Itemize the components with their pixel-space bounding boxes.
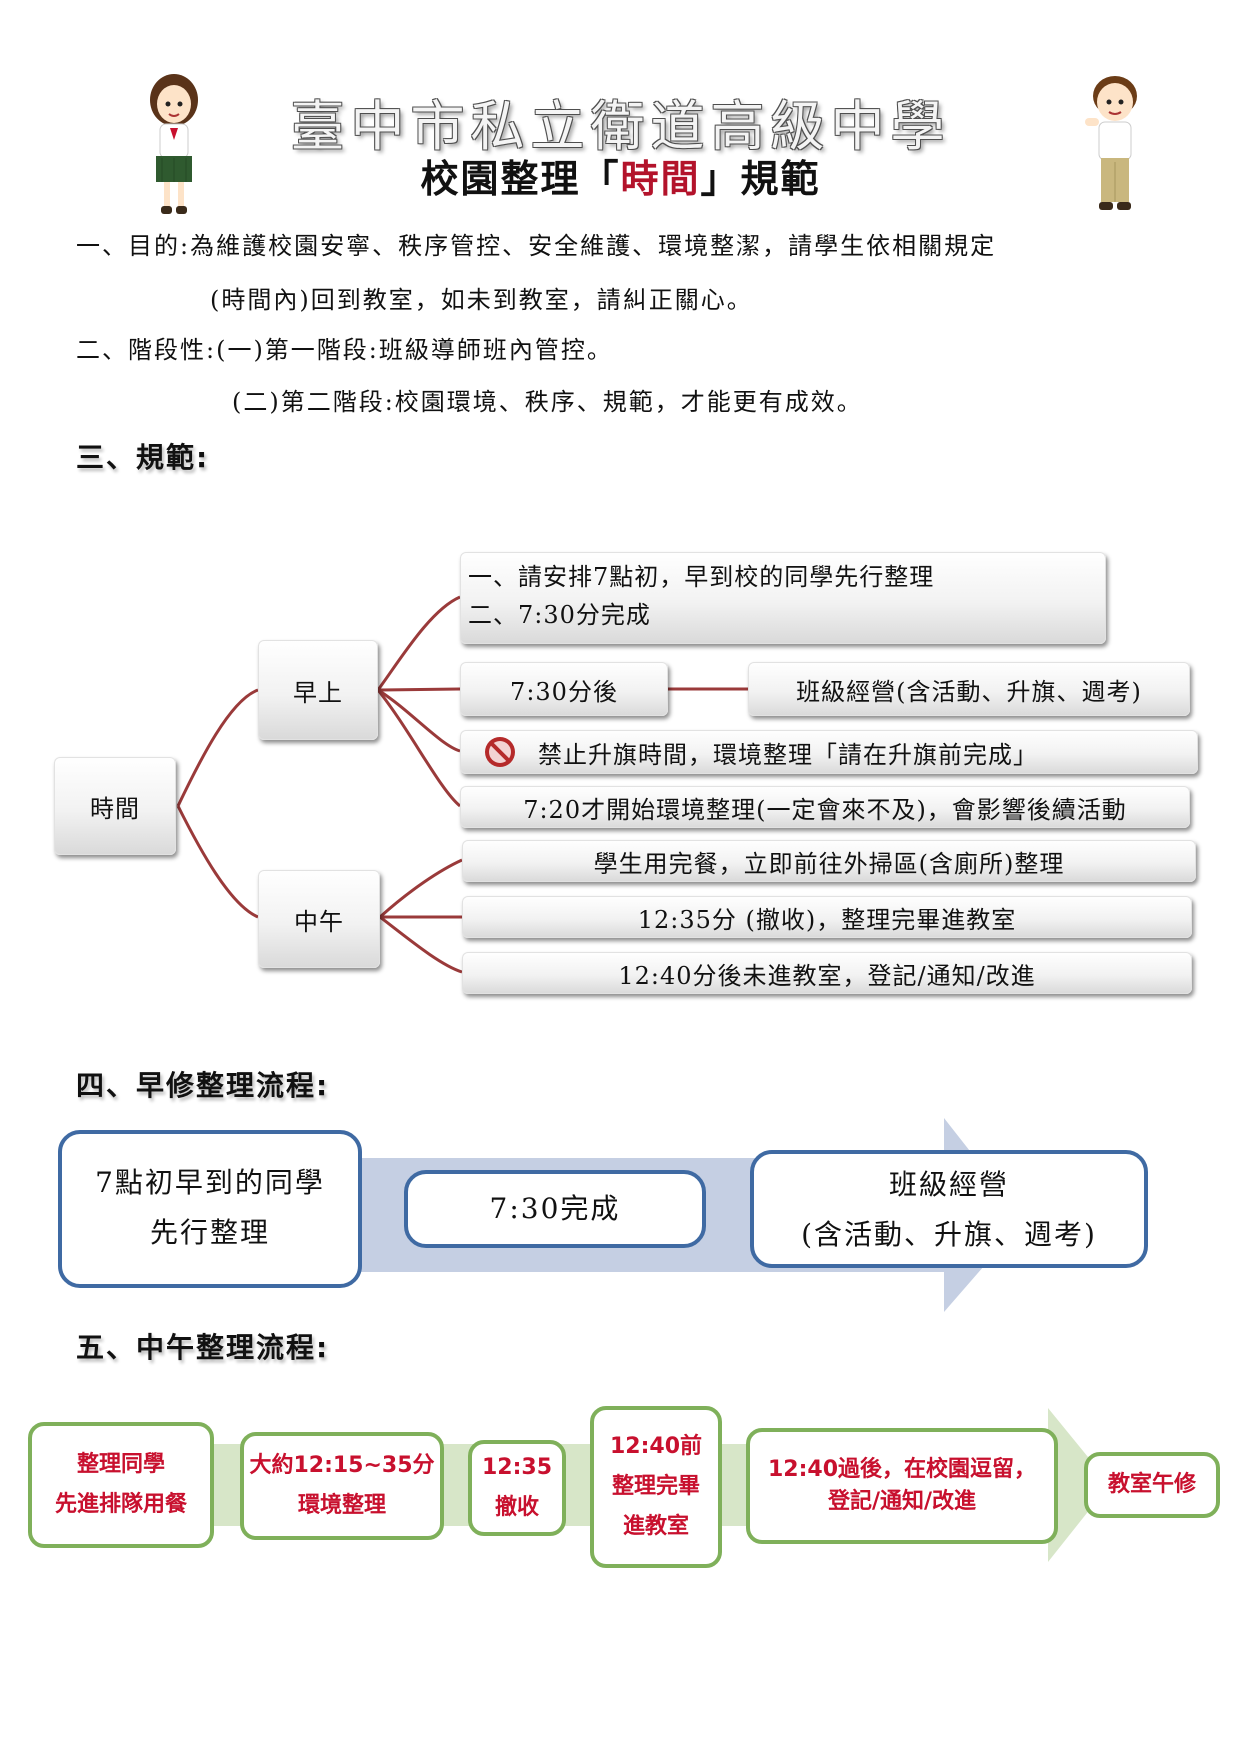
section-5-heading: 五、中午整理流程: bbox=[76, 1331, 330, 1364]
connector-morning-forbid bbox=[377, 688, 461, 753]
stage-line-1: 二、階段性:(一)第一階段:班級導師班內管控。 bbox=[76, 336, 613, 364]
noon-step-3-line-2: 撤收 bbox=[494, 1495, 539, 1520]
page-title: 校園整理「時間」規範 bbox=[0, 148, 1241, 203]
noon-item-3: 12:40分後未進教室，登記/通知/改進 bbox=[462, 952, 1192, 994]
connector-morning-late bbox=[376, 689, 461, 808]
connector-noon-item1 bbox=[378, 858, 463, 919]
title-suffix: 」規範 bbox=[700, 157, 821, 201]
morning-step-2: 7:30完成 bbox=[404, 1170, 706, 1248]
noon-step-5-line-1: 12:40過後，在校園逗留， bbox=[767, 1457, 1037, 1482]
girl-student-illustration bbox=[140, 70, 210, 220]
noon-step-6: 教室午修 bbox=[1084, 1452, 1220, 1518]
morning-box: 早上 bbox=[258, 640, 378, 740]
root-time-box: 時間 bbox=[54, 757, 176, 855]
title-highlight: 時間 bbox=[620, 157, 701, 201]
late-start-box: 7:20才開始環境整理(一定會來不及)，會影響後續活動 bbox=[460, 786, 1190, 828]
no-entry-icon bbox=[484, 736, 516, 768]
morning-step-3-line-2: (含活動、升旗、週考) bbox=[801, 1218, 1097, 1251]
arrangement-line-2: 二、7:30分完成 bbox=[468, 601, 651, 629]
connector-root-morning bbox=[176, 688, 259, 807]
forbid-box: 禁止升旗時間，環境整理「請在升旗前完成」 bbox=[460, 730, 1198, 774]
section-3-heading: 三、規範: bbox=[76, 441, 210, 474]
arrangement-line-1: 一、請安排7點初，早到校的同學先行整理 bbox=[468, 563, 935, 591]
noon-item-2: 12:35分 (撤收)，整理完畢進教室 bbox=[462, 896, 1192, 938]
title-prefix: 校園整理「 bbox=[420, 157, 621, 201]
noon-box: 中午 bbox=[258, 870, 380, 968]
connector-root-noon bbox=[176, 805, 259, 919]
noon-step-2: 大約12:15~35分 環境整理 bbox=[240, 1432, 444, 1540]
noon-step-3: 12:35 撤收 bbox=[468, 1440, 566, 1536]
morning-step-3-line-1: 班級經營 bbox=[888, 1168, 1009, 1201]
noon-step-4-line-2: 整理完畢 bbox=[611, 1474, 700, 1499]
morning-step-1-line-1: 7點初早到的同學 bbox=[95, 1166, 325, 1199]
school-name: 臺中市私立衛道高級中學 bbox=[290, 95, 951, 158]
connector-noon-item3 bbox=[379, 915, 463, 974]
morning-step-1: 7點初早到的同學 先行整理 bbox=[58, 1130, 362, 1288]
morning-step-3: 班級經營 (含活動、升旗、週考) bbox=[750, 1150, 1148, 1268]
class-management-box: 班級經營(含活動、升旗、週考) bbox=[748, 662, 1190, 716]
connector-morning-box1 bbox=[376, 595, 461, 691]
noon-step-1: 整理同學 先進排隊用餐 bbox=[28, 1422, 214, 1548]
noon-step-1-line-1: 整理同學 bbox=[76, 1452, 165, 1477]
noon-step-4-line-1: 12:40前 bbox=[609, 1434, 703, 1459]
noon-step-4: 12:40前 整理完畢 進教室 bbox=[590, 1406, 722, 1568]
noon-step-4-line-3: 進教室 bbox=[622, 1514, 689, 1539]
noon-step-3-line-1: 12:35 bbox=[481, 1455, 553, 1480]
purpose-line-2: (時間內)回到教室，如未到教室，請糾正關心。 bbox=[210, 286, 753, 314]
noon-step-2-line-2: 環境整理 bbox=[297, 1493, 386, 1518]
purpose-line-1: 一、目的:為維護校園安寧、秩序管控、安全維護、環境整潔，請學生依相關規定 bbox=[76, 232, 997, 260]
connector-morning-after bbox=[377, 687, 461, 692]
stage-line-2: (二)第二階段:校園環境、秩序、規範，才能更有成效。 bbox=[232, 388, 863, 416]
forbid-text: 禁止升旗時間，環境整理「請在升旗前完成」 bbox=[538, 740, 1038, 769]
noon-step-1-line-2: 先進排隊用餐 bbox=[54, 1492, 187, 1517]
section-4-heading: 四、早修整理流程: bbox=[76, 1069, 330, 1102]
morning-arrangement-box: 一、請安排7點初，早到校的同學先行整理 二、7:30分完成 bbox=[460, 552, 1106, 644]
boy-student-illustration bbox=[1075, 70, 1155, 220]
noon-step-5: 12:40過後，在校園逗留， 登記/通知/改進 bbox=[746, 1428, 1058, 1544]
morning-step-1-line-2: 先行整理 bbox=[149, 1216, 270, 1249]
noon-item-1: 學生用完餐，立即前往外掃區(含廁所)整理 bbox=[462, 840, 1196, 882]
noon-step-2-line-1: 大約12:15~35分 bbox=[249, 1453, 435, 1478]
noon-step-6-line-1: 教室午修 bbox=[1107, 1472, 1196, 1497]
after-730-box: 7:30分後 bbox=[460, 662, 668, 716]
noon-step-5-line-2: 登記/通知/改進 bbox=[827, 1489, 977, 1514]
